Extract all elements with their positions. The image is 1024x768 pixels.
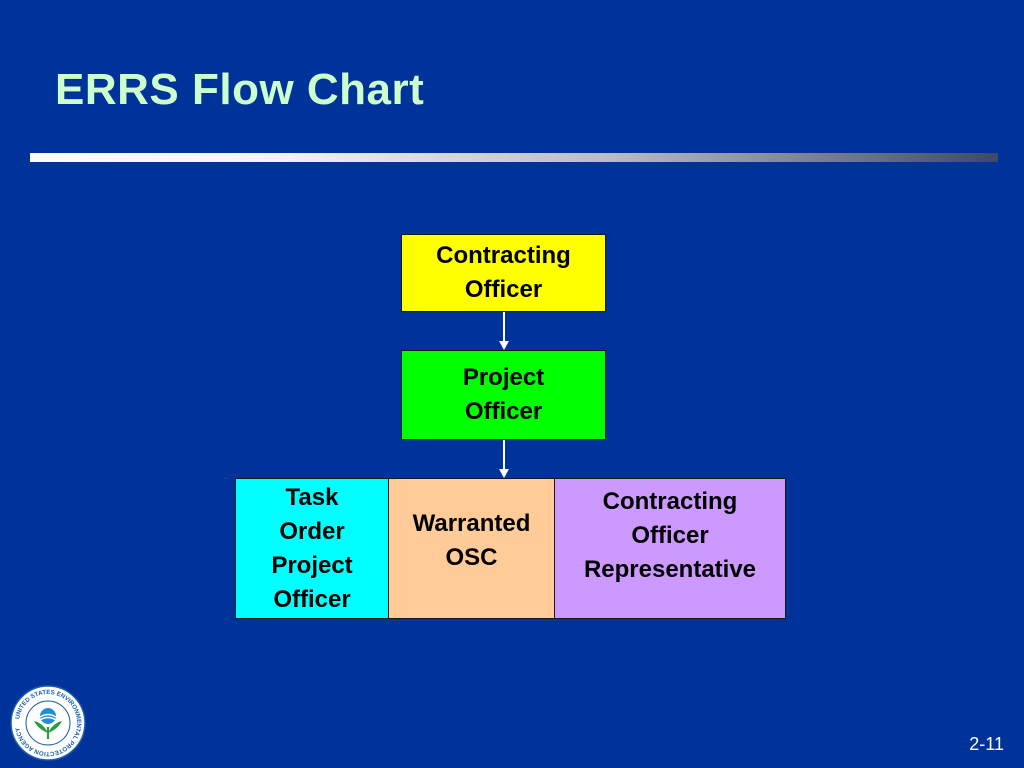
title-divider [30,153,998,162]
contracting-officer-label: Contracting Officer [436,242,571,303]
project-officer-box: Project Officer [401,350,606,440]
arrowhead-project-to-group [499,469,509,478]
page-number: 2-11 [969,734,1004,754]
arrowhead-contracting-to-project [499,341,509,350]
project-officer-label: Project Officer [462,364,545,425]
contracting-officer-representative-box: Contracting Officer Representative [554,478,786,619]
task-order-project-officer-box: Task Order Project Officer [235,478,389,619]
connector-project-to-group [503,440,505,469]
epa-seal-icon: UNITED STATES ENVIRONMENTAL PROTECTION A… [10,685,86,761]
warranted-osc-box: Warranted OSC [388,478,555,619]
connector-contracting-to-project [503,312,505,341]
slide-title: ERRS Flow Chart [55,65,425,114]
contracting-officer-box: Contracting Officer [401,234,606,312]
task-order-project-officer-label: Task Order Project Officer [271,483,353,613]
warranted-osc-label: Warranted OSC [412,510,531,571]
contracting-officer-representative-label: Contracting Officer Representative [583,488,757,583]
